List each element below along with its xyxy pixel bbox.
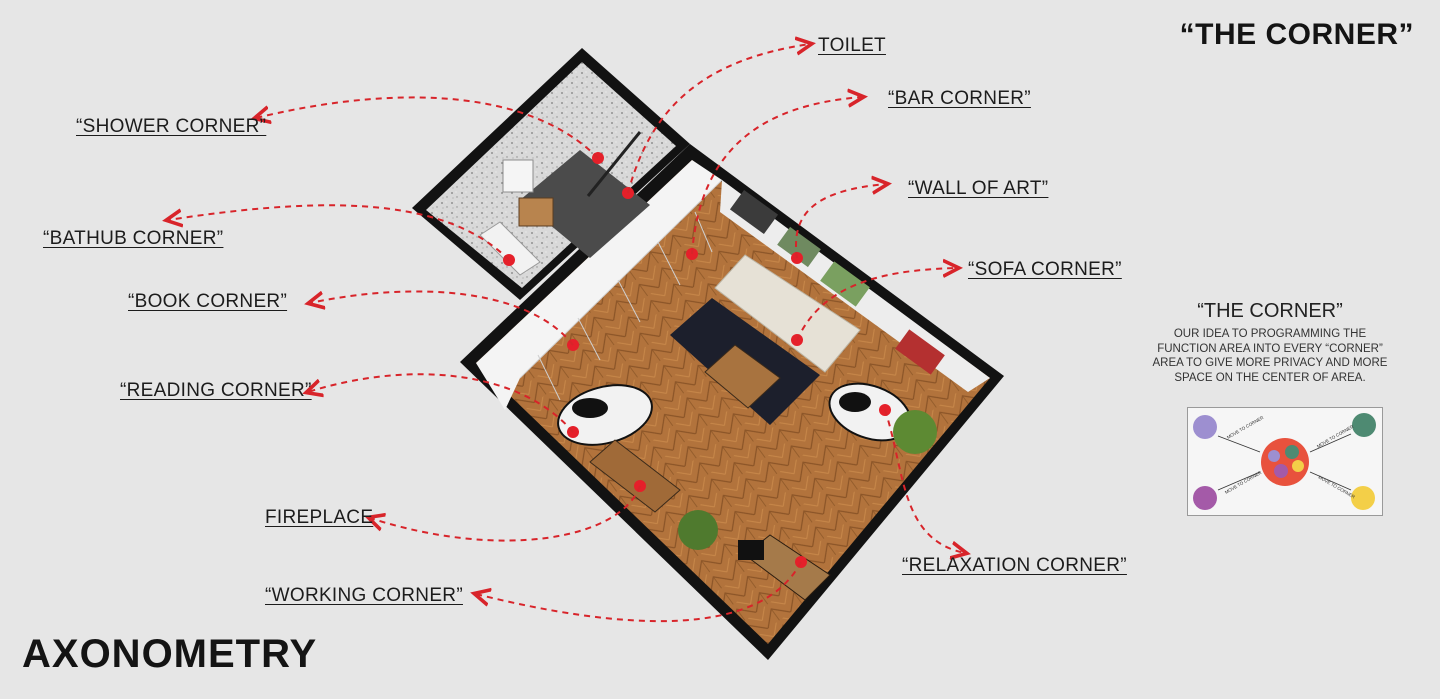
arrow-sofa: [796, 268, 957, 341]
page-title: “THE CORNER”: [1179, 18, 1414, 51]
concept-diagram: MOVE TO CORNER MOVE TO CORNER MOVE TO CO…: [1187, 407, 1383, 516]
label-toilet: TOILET: [818, 35, 886, 56]
center-dot-green: [1285, 445, 1299, 459]
plant-fireplace: [678, 510, 718, 550]
label-relaxation-corner: “RELAXATION CORNER”: [902, 555, 1127, 576]
cowhide-spot-left: [572, 398, 608, 418]
plant-relaxation: [893, 410, 937, 454]
arrow-fireplace: [370, 485, 641, 542]
bookshelf-wall: [476, 160, 722, 410]
section-title: AXONOMETRY: [22, 632, 318, 676]
corner-circle-bottom-left: [1193, 486, 1217, 510]
artwork-4: [895, 329, 945, 375]
sofa: [714, 254, 861, 373]
arrow-shower: [256, 96, 599, 159]
mirror: [502, 159, 534, 193]
corner-circle-top-left: [1193, 415, 1217, 439]
arrow-toilet: [627, 44, 810, 194]
label-bathub-corner: “BATHUB CORNER”: [43, 228, 224, 249]
move-label-top-right: MOVE TO CORNER: [1316, 423, 1355, 448]
bookshelf-dividers: [519, 179, 723, 401]
label-shower-corner: “SHOWER CORNER”: [76, 116, 267, 137]
move-arrows: [1217, 433, 1352, 491]
coffee-table: [704, 344, 781, 409]
artwork-2: [777, 226, 821, 268]
label-bar-corner: “BAR CORNER”: [888, 88, 1031, 109]
arrow-wall-art: [795, 184, 886, 259]
move-label-bottom-right: MOVE TO CORNER: [1318, 475, 1357, 500]
label-fireplace: FIREPLACE: [265, 507, 374, 528]
arrow-bathub: [168, 204, 510, 261]
cowhide-spot-right: [839, 392, 871, 412]
leader-arrows: [168, 44, 965, 623]
label-wall-of-art: “WALL OF ART”: [908, 178, 1049, 199]
label-working-corner: “WORKING CORNER”: [265, 585, 463, 606]
desk-chair: [738, 540, 764, 560]
concept-title: “THE CORNER”: [1197, 300, 1343, 322]
fireplace: [589, 439, 681, 513]
vanity: [518, 197, 554, 227]
label-sofa-corner: “SOFA CORNER”: [968, 259, 1122, 280]
arrow-working: [476, 561, 802, 623]
move-label-top-left: MOVE TO CORNER: [1226, 414, 1265, 439]
artwork-1: [729, 189, 779, 235]
arrow-relaxation: [884, 409, 965, 553]
label-reading-corner: “READING CORNER”: [120, 380, 312, 401]
concept-diagram-graphic: MOVE TO CORNER MOVE TO CORNER MOVE TO CO…: [1193, 413, 1376, 510]
center-dot-yellow: [1292, 460, 1304, 472]
corner-circle-bottom-right: [1351, 486, 1375, 510]
arrow-book: [310, 290, 574, 346]
arrow-bar: [691, 97, 862, 255]
move-label-bottom-left: MOVE TO CORNER: [1224, 469, 1263, 494]
center-dot-purple-light: [1268, 450, 1280, 462]
bathroom-dark-tile: [520, 150, 650, 258]
shower-glass-frame: [586, 131, 642, 197]
concept-description: OUR IDEA TO PROGRAMMING THE FUNCTION ARE…: [1152, 328, 1388, 384]
artwork-3: [820, 261, 870, 307]
center-dot-purple: [1274, 464, 1288, 478]
corner-circle-top-right: [1352, 413, 1376, 437]
label-book-corner: “BOOK CORNER”: [128, 291, 288, 312]
